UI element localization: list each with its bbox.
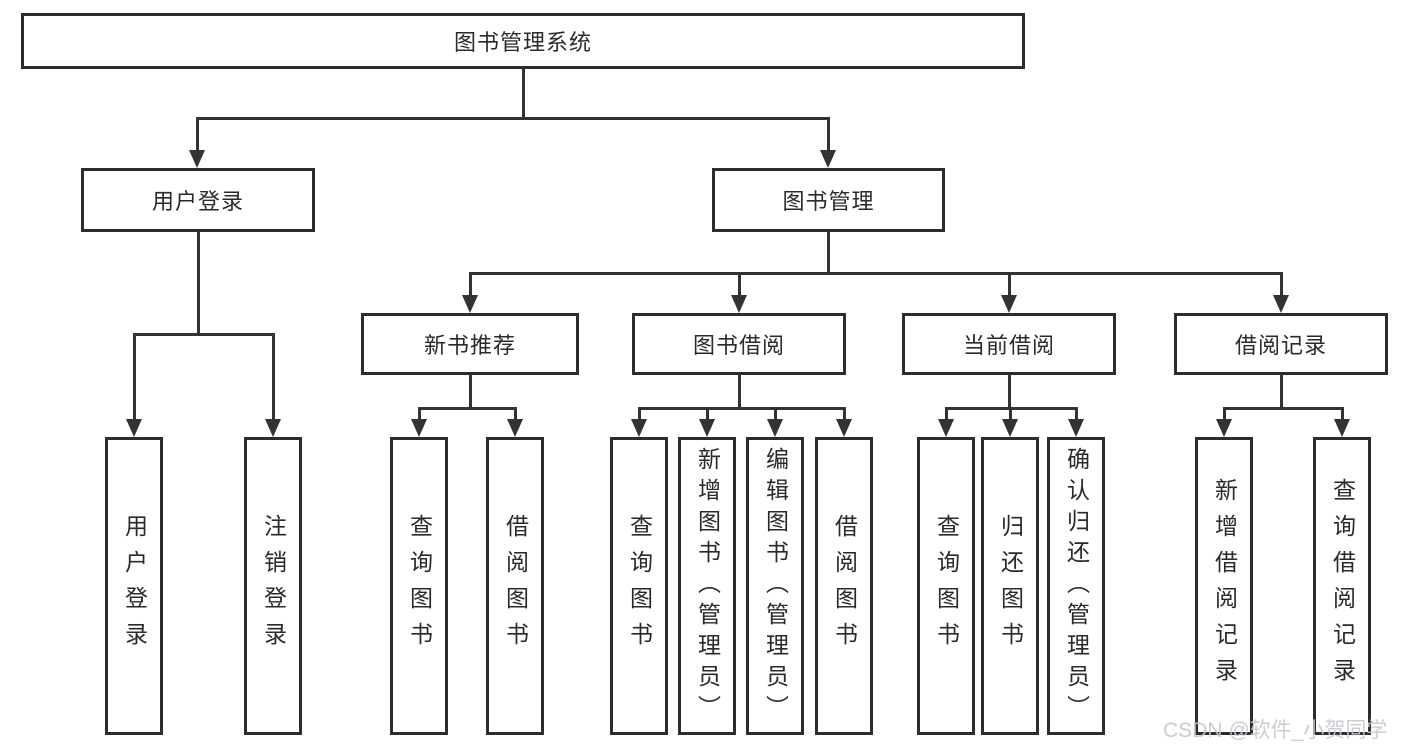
arrow-down-icon	[1002, 419, 1018, 437]
arrow-down-icon	[938, 419, 954, 437]
arrow-down-icon	[1068, 419, 1084, 437]
connector-line	[195, 116, 830, 120]
leaf-label: 新增借阅记录	[1211, 478, 1238, 694]
connector-line	[1007, 375, 1011, 408]
connector-line	[737, 273, 741, 295]
leaf-label: 编辑图书（管理员）	[762, 446, 789, 726]
connector-line	[195, 118, 199, 150]
leaf-logout-login: 注销登录	[244, 437, 302, 735]
csdn-watermark: CSDN @软件_小贺同学	[1163, 719, 1388, 742]
node-label: 图书借阅	[692, 333, 785, 358]
arrow-down-icon	[411, 419, 427, 437]
connector-line	[132, 332, 275, 336]
leaf-label: 查询图书	[933, 514, 960, 658]
connector-line	[773, 408, 777, 419]
arrow-down-icon	[731, 295, 747, 313]
connector-line	[521, 69, 525, 118]
connector-line	[468, 273, 472, 295]
arrow-down-icon	[767, 419, 783, 437]
arrow-down-icon	[462, 295, 478, 313]
connector-line	[705, 408, 709, 419]
leaf-label: 查询借阅记录	[1329, 478, 1356, 694]
connector-line	[1340, 408, 1344, 419]
node-label: 图书管理	[782, 189, 875, 214]
connector-line	[1279, 375, 1283, 408]
node-label: 图书管理系统	[453, 30, 592, 55]
connector-line	[826, 232, 830, 273]
connector-line	[1074, 408, 1078, 419]
node-new-book-recommendation: 新书推荐	[361, 313, 579, 375]
connector-line	[513, 408, 517, 419]
connector-line	[944, 408, 948, 419]
arrow-down-icon	[1334, 419, 1350, 437]
leaf-user-login: 用户登录	[105, 437, 163, 735]
arrow-down-icon	[1001, 295, 1017, 313]
connector-line	[271, 334, 275, 419]
node-book-management: 图书管理	[712, 168, 945, 232]
leaf-edit-books-admin: 编辑图书（管理员）	[746, 437, 804, 735]
arrow-down-icon	[631, 419, 647, 437]
leaf-label: 确认归还（管理员）	[1063, 446, 1090, 726]
node-label: 借阅记录	[1234, 333, 1327, 358]
arrow-down-icon	[699, 419, 715, 437]
leaf-add-borrow-record: 新增借阅记录	[1195, 437, 1253, 735]
arrow-down-icon	[1273, 295, 1289, 313]
leaf-label: 借阅图书	[831, 514, 858, 658]
connector-line	[842, 408, 846, 419]
leaf-query-borrow-record: 查询借阅记录	[1313, 437, 1371, 735]
leaf-add-books-admin: 新增图书（管理员）	[678, 437, 736, 735]
node-user-login: 用户登录	[81, 168, 315, 232]
connector-line	[1222, 408, 1226, 419]
node-current-borrowing: 当前借阅	[902, 313, 1116, 375]
connector-line	[417, 406, 517, 410]
connector-line	[1222, 406, 1344, 410]
arrow-down-icon	[126, 419, 142, 437]
leaf-label: 查询图书	[626, 514, 653, 658]
leaf-query-books-recommend: 查询图书	[390, 437, 448, 735]
leaf-confirm-return-admin: 确认归还（管理员）	[1047, 437, 1105, 735]
arrow-down-icon	[836, 419, 852, 437]
leaf-query-books-current: 查询图书	[917, 437, 975, 735]
leaf-label: 归还图书	[997, 514, 1024, 658]
node-book-borrowing: 图书借阅	[632, 313, 846, 375]
leaf-label: 查询图书	[406, 514, 433, 658]
arrow-down-icon	[265, 419, 281, 437]
arrow-down-icon	[1216, 419, 1232, 437]
leaf-borrow-books-borrowing: 借阅图书	[815, 437, 873, 735]
connector-line	[417, 408, 421, 419]
connector-line	[468, 375, 472, 408]
connector-line	[1007, 273, 1011, 295]
connector-line	[132, 334, 136, 419]
connector-line	[637, 406, 846, 410]
leaf-label: 借阅图书	[502, 514, 529, 658]
connector-line	[196, 232, 200, 334]
node-label: 用户登录	[151, 189, 244, 214]
connector-line	[826, 118, 830, 150]
node-borrowing-records: 借阅记录	[1174, 313, 1388, 375]
connector-line	[1008, 408, 1012, 419]
leaf-query-books-borrowing: 查询图书	[610, 437, 668, 735]
arrow-down-icon	[189, 150, 205, 168]
arrow-down-icon	[820, 150, 836, 168]
node-label: 新书推荐	[423, 333, 516, 358]
leaf-borrow-books-recommend: 借阅图书	[486, 437, 544, 735]
connector-line	[637, 408, 641, 419]
arrow-down-icon	[507, 419, 523, 437]
node-label: 当前借阅	[962, 333, 1055, 358]
leaf-return-books: 归还图书	[981, 437, 1039, 735]
leaf-label: 注销登录	[260, 514, 287, 658]
connector-line	[737, 375, 741, 408]
leaf-label: 新增图书（管理员）	[694, 446, 721, 726]
leaf-label: 用户登录	[121, 514, 148, 658]
connector-line	[468, 271, 1283, 275]
connector-line	[1279, 273, 1283, 295]
node-library-management-system: 图书管理系统	[21, 13, 1025, 69]
